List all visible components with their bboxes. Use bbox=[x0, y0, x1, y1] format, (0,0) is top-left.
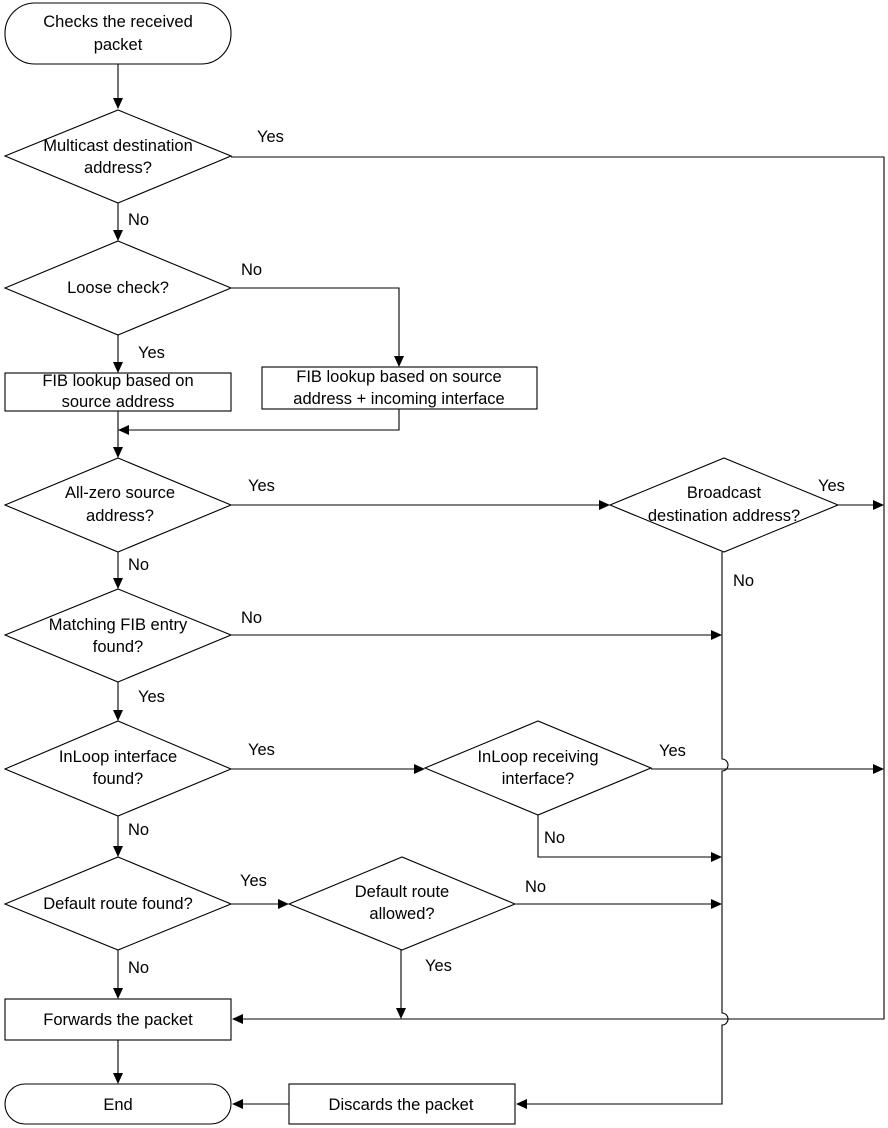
arrowhead bbox=[113, 230, 123, 241]
start-label-line1: Checks the received bbox=[43, 13, 193, 31]
end-terminator bbox=[4, 1083, 232, 1125]
inloop-yes-label: Yes bbox=[248, 741, 275, 759]
broadcast-label-line2: destination address? bbox=[648, 507, 800, 525]
default-allowed-label-line1: Default route bbox=[355, 883, 449, 901]
default-route-allowed-decision bbox=[287, 856, 517, 951]
arrowhead bbox=[873, 764, 884, 774]
arrowhead bbox=[396, 1008, 406, 1019]
default-route-found-decision bbox=[3, 856, 233, 951]
fib-src-if-label-line2: address + incoming interface bbox=[293, 390, 504, 408]
inloop-label-line2: found? bbox=[93, 770, 143, 788]
matching-no-label: No bbox=[241, 609, 262, 627]
broadcast-decision bbox=[608, 457, 840, 553]
edge-inloop-recv-no bbox=[537, 806, 712, 858]
matching-label-line1: Matching FIB entry bbox=[49, 616, 188, 634]
multicast-label-line2: address? bbox=[84, 159, 152, 177]
arrowhead bbox=[232, 1099, 243, 1109]
arrowhead bbox=[113, 710, 123, 721]
discard-label: Discards the packet bbox=[329, 1096, 474, 1114]
arrowhead bbox=[711, 630, 722, 640]
fib-src-label-line1: FIB lookup based on bbox=[42, 372, 193, 390]
fib-source-process bbox=[4, 372, 232, 412]
all-zero-decision bbox=[3, 457, 233, 553]
inloop-label-line1: InLoop interface bbox=[59, 748, 177, 766]
loose-check-decision bbox=[3, 240, 233, 336]
inloop-recv-no-label: No bbox=[544, 829, 565, 847]
arrowhead bbox=[118, 425, 129, 435]
arrowhead bbox=[711, 852, 722, 862]
forward-label: Forwards the packet bbox=[43, 1011, 193, 1029]
edge-loose-no bbox=[231, 287, 400, 357]
edge-multicast-yes bbox=[231, 156, 885, 1020]
start-label-line2: packet bbox=[94, 36, 143, 54]
matching-fib-decision bbox=[3, 588, 233, 683]
arrowhead bbox=[113, 98, 123, 109]
discard-process bbox=[288, 1083, 516, 1125]
inloop-recv-label-line2: interface? bbox=[502, 770, 574, 788]
loose-yes-label: Yes bbox=[138, 344, 165, 362]
arrowhead bbox=[113, 988, 123, 999]
arrowhead bbox=[232, 1014, 243, 1024]
connectors bbox=[113, 64, 885, 1109]
arrowhead bbox=[394, 356, 404, 367]
default-found-label: Default route found? bbox=[43, 895, 193, 913]
arrowhead bbox=[516, 1099, 527, 1109]
arrowhead bbox=[113, 578, 123, 589]
arrowhead bbox=[873, 500, 884, 510]
arrowhead bbox=[414, 764, 425, 774]
arrowhead bbox=[113, 362, 123, 373]
arrowhead bbox=[113, 846, 123, 857]
inloop-recv-label-line1: InLoop receiving bbox=[477, 748, 598, 766]
inloop-interface-decision bbox=[3, 720, 233, 817]
start-terminator bbox=[4, 2, 232, 65]
inloop-recv-yes-label: Yes bbox=[659, 742, 686, 760]
forward-process bbox=[4, 998, 232, 1041]
arrowhead bbox=[278, 899, 289, 909]
arrowhead bbox=[711, 899, 722, 909]
edge-fib-src-if-merge bbox=[128, 409, 400, 431]
allzero-label-line2: address? bbox=[86, 507, 154, 525]
matching-yes-label: Yes bbox=[138, 688, 165, 706]
arrowhead bbox=[113, 1073, 123, 1084]
allzero-yes-label: Yes bbox=[248, 477, 275, 495]
default-allowed-yes-label: Yes bbox=[425, 957, 452, 975]
multicast-decision bbox=[3, 109, 233, 204]
edge-broadcast-no-discard bbox=[526, 552, 729, 1105]
allzero-no-label: No bbox=[128, 556, 149, 574]
default-found-yes-label: Yes bbox=[240, 872, 267, 890]
end-label: End bbox=[103, 1096, 132, 1114]
fib-src-if-label-line1: FIB lookup based on source bbox=[296, 368, 501, 386]
fib-source-interface-process bbox=[261, 366, 538, 410]
inloop-no-label: No bbox=[128, 821, 149, 839]
fib-src-label-line2: source address bbox=[62, 393, 175, 411]
loose-label: Loose check? bbox=[67, 279, 169, 297]
matching-label-line2: found? bbox=[93, 638, 143, 656]
arrowhead bbox=[599, 500, 610, 510]
broadcast-no-label: No bbox=[733, 572, 754, 590]
loose-no-label: No bbox=[241, 261, 262, 279]
default-allowed-no-label: No bbox=[525, 878, 546, 896]
allzero-label-line1: All-zero source bbox=[65, 484, 175, 502]
multicast-no-label: No bbox=[128, 211, 149, 229]
arrowhead bbox=[113, 447, 123, 458]
multicast-label-line1: Multicast destination bbox=[43, 137, 193, 155]
multicast-yes-label: Yes bbox=[257, 128, 284, 146]
broadcast-label-line1: Broadcast bbox=[687, 484, 762, 502]
inloop-receiving-decision bbox=[423, 720, 653, 816]
default-found-no-label: No bbox=[128, 959, 149, 977]
default-allowed-label-line2: allowed? bbox=[369, 905, 434, 923]
broadcast-yes-label: Yes bbox=[818, 477, 845, 495]
